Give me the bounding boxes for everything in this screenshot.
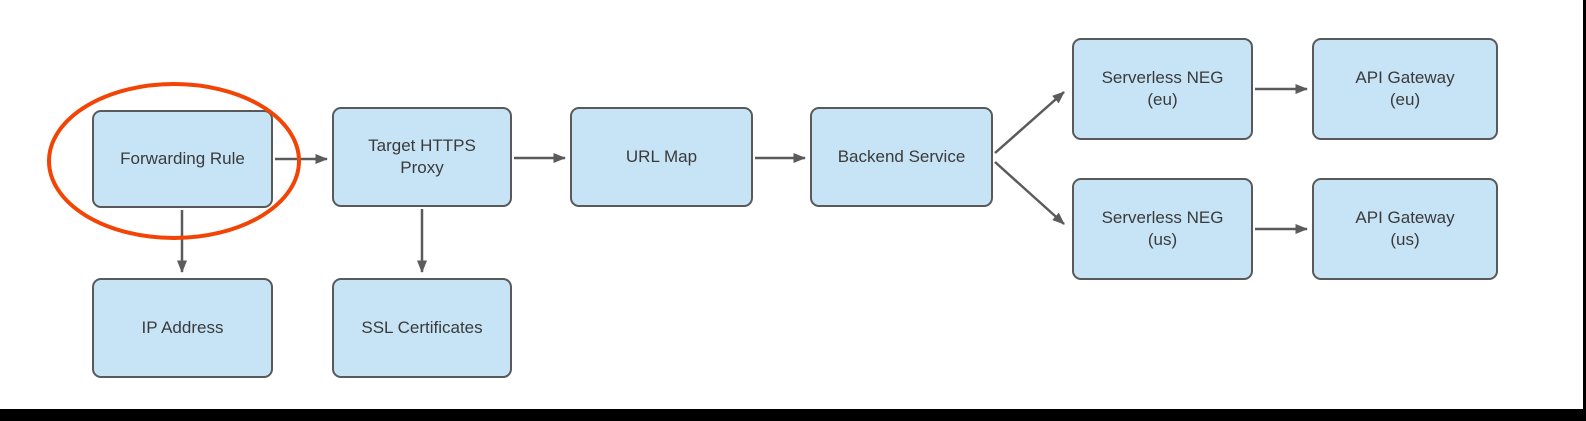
node-label-api-gateway-us: API Gateway (us) [1355, 207, 1455, 249]
node-label-ip-address: IP Address [141, 317, 224, 337]
node-label-serverless-neg-us: Serverless NEG (us) [1101, 207, 1224, 249]
node-serverless-neg-us: Serverless NEG (us) [1072, 178, 1253, 280]
window-right-edge [1583, 0, 1586, 421]
node-label-forwarding-rule: Forwarding Rule [120, 148, 245, 168]
node-url-map: URL Map [570, 107, 753, 207]
node-ssl-certificates: SSL Certificates [332, 278, 512, 378]
node-ip-address: IP Address [92, 278, 273, 378]
node-label-serverless-neg-eu: Serverless NEG (eu) [1101, 67, 1224, 109]
node-backend-service: Backend Service [810, 107, 993, 207]
edge-backend-service--serverless-neg-eu [994, 91, 1065, 154]
node-label-ssl-certificates: SSL Certificates [361, 317, 483, 337]
node-label-url-map: URL Map [625, 146, 698, 166]
edge-backend-service--serverless-neg-us [994, 161, 1065, 225]
window-bottom-edge [0, 409, 1586, 421]
node-label-backend-service: Backend Service [837, 146, 966, 166]
node-api-gateway-us: API Gateway (us) [1312, 178, 1498, 280]
node-serverless-neg-eu: Serverless NEG (eu) [1072, 38, 1253, 140]
node-label-target-https-proxy: Target HTTPS Proxy [368, 135, 476, 177]
node-api-gateway-eu: API Gateway (eu) [1312, 38, 1498, 140]
node-label-api-gateway-eu: API Gateway (eu) [1355, 67, 1455, 109]
node-forwarding-rule: Forwarding Rule [92, 110, 273, 208]
node-target-https-proxy: Target HTTPS Proxy [332, 107, 512, 207]
